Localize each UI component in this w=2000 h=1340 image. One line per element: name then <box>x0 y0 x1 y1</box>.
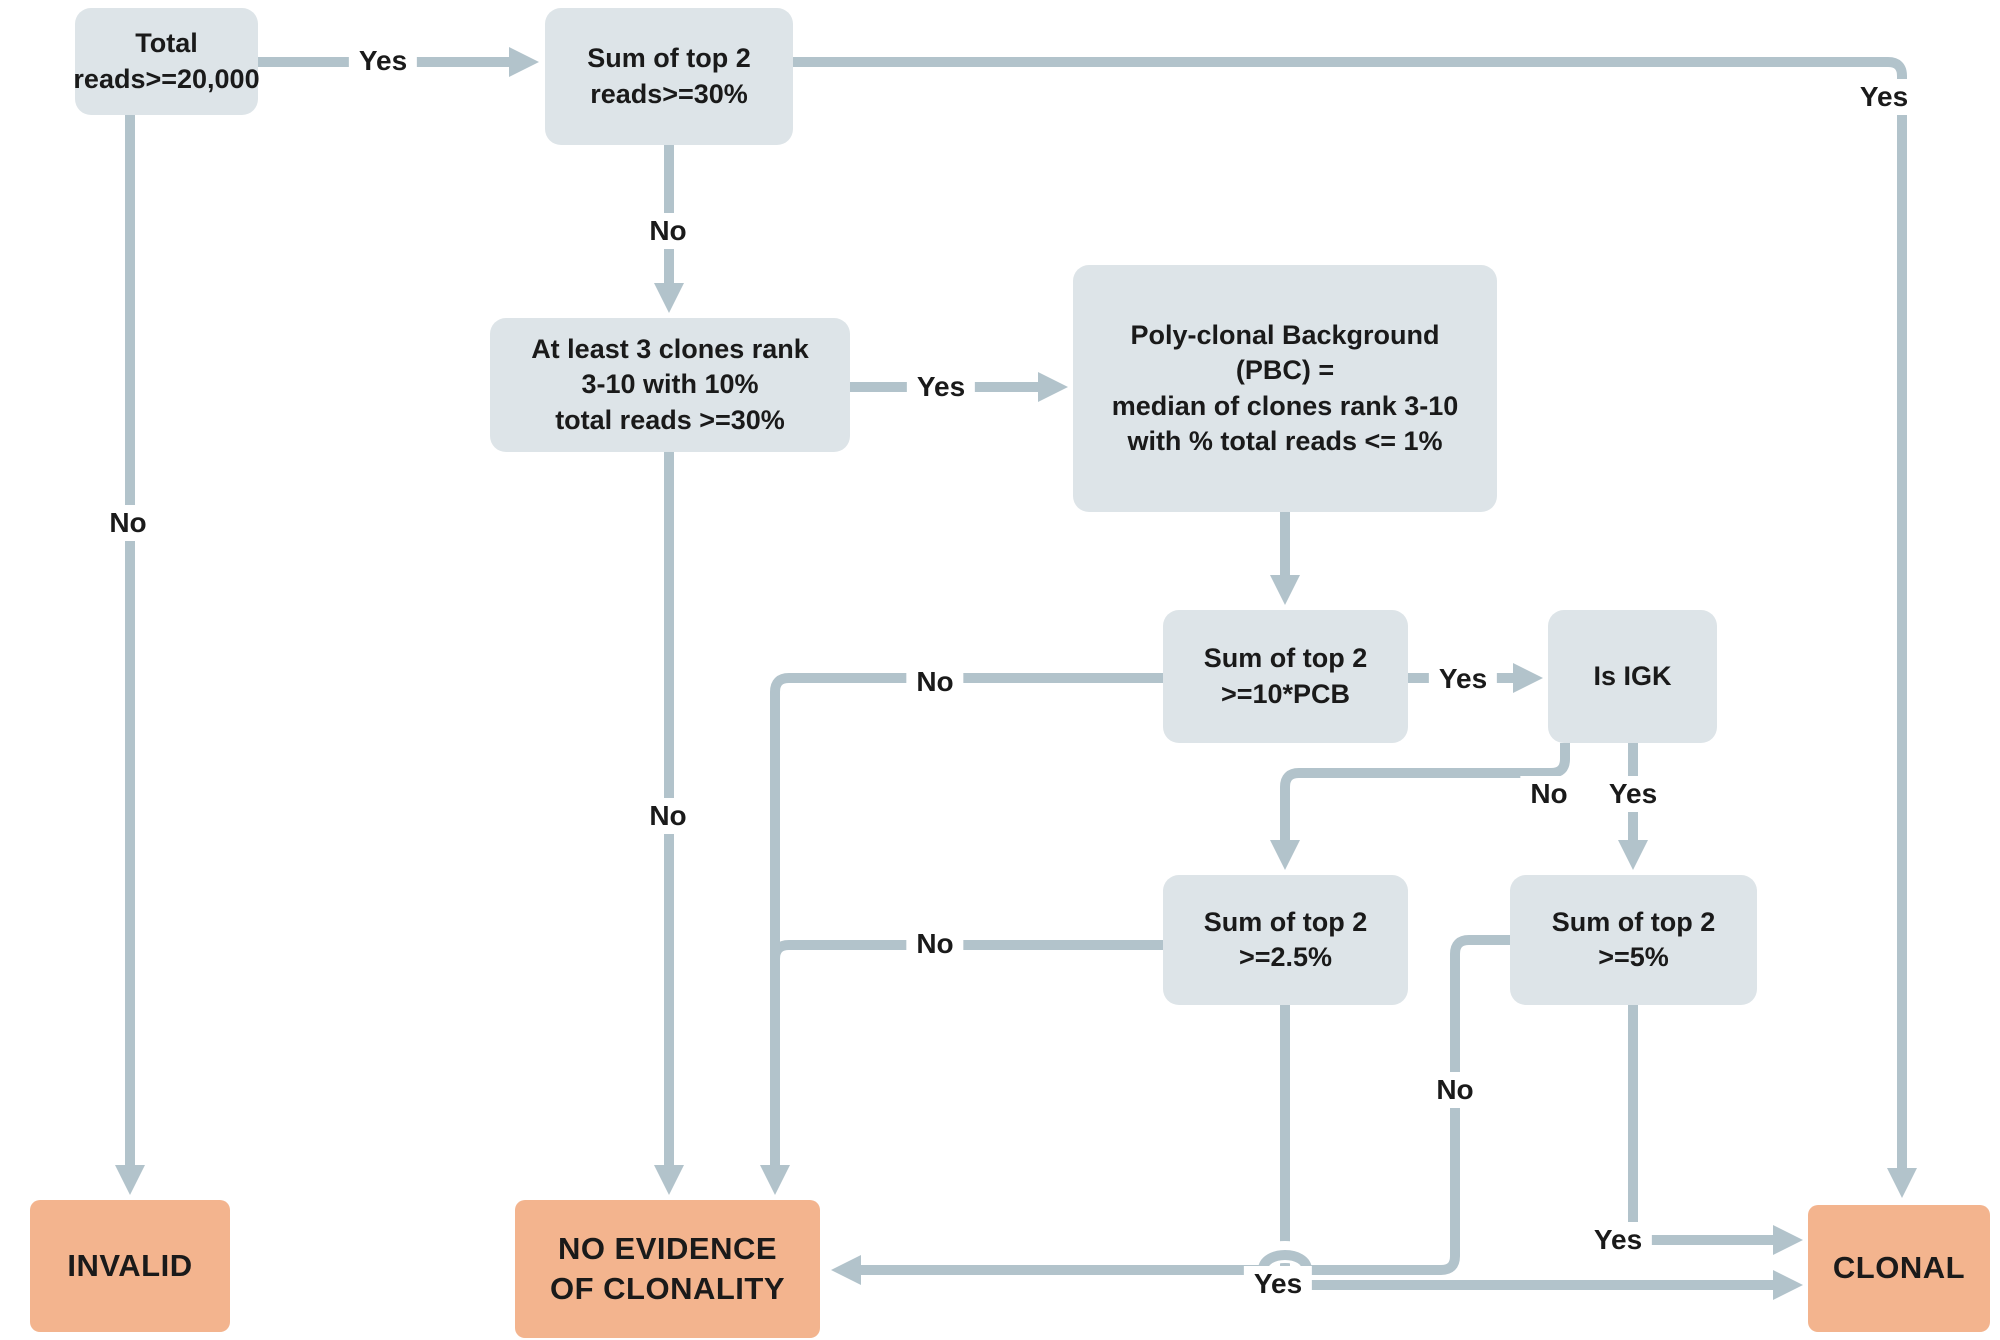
edge-label-total-no: No <box>99 505 157 541</box>
edge-label-pcb10-no: No <box>906 664 964 700</box>
edge-label-sum30-yes: Yes <box>1849 79 1919 115</box>
edge-label-sum30-no: No <box>639 213 697 249</box>
node-sum-top2-5pct: Sum of top 2 >=5% <box>1510 875 1757 1005</box>
edge-p25-no-to-noevidence <box>770 940 1163 1030</box>
node-is-igk: Is IGK <box>1548 610 1717 743</box>
edge-label-isigk-no: No <box>1520 776 1578 812</box>
node-invalid: INVALID <box>30 1200 230 1332</box>
node-at-least-3-clones: At least 3 clones rank 3-10 with 10% tot… <box>490 318 850 452</box>
node-no-evidence: NO EVIDENCE OF CLONALITY <box>515 1200 820 1338</box>
node-polyclonal-background: Poly-clonal Background (PBC) = median of… <box>1073 265 1497 512</box>
edge-label-p5-no: No <box>1426 1072 1484 1108</box>
edge-pcb10-no-to-noevidence <box>760 673 1163 1195</box>
edge-label-pcb10-yes: Yes <box>1428 661 1498 697</box>
edge-label-total-yes: Yes <box>348 43 418 79</box>
edge-label-p25-no: No <box>906 926 964 962</box>
edge-label-p5-yes: Yes <box>1583 1222 1653 1258</box>
edge-label-clones-yes: Yes <box>906 369 976 405</box>
node-sum-top2-2-5pct: Sum of top 2 >=2.5% <box>1163 875 1408 1005</box>
node-total-reads: Total reads>=20,000 <box>73 8 260 115</box>
edge-label-p25-yes: Yes <box>1243 1266 1313 1302</box>
edge-label-isigk-yes: Yes <box>1598 776 1668 812</box>
edge-p5-no-to-noevidence <box>831 935 1510 1285</box>
edge-label-clones-no: No <box>639 798 697 834</box>
node-sum-top2-10x-pcb: Sum of top 2 >=10*PCB <box>1163 610 1408 743</box>
edge-isigk-no-to-p25 <box>1270 743 1570 870</box>
edge-sum30-yes-to-clonal <box>793 57 1917 1198</box>
edge-p5-yes-to-clonal <box>1628 1005 1803 1255</box>
node-sum-top2-30pct: Sum of top 2 reads>=30% <box>545 8 793 145</box>
node-clonal: CLONAL <box>1808 1205 1990 1332</box>
